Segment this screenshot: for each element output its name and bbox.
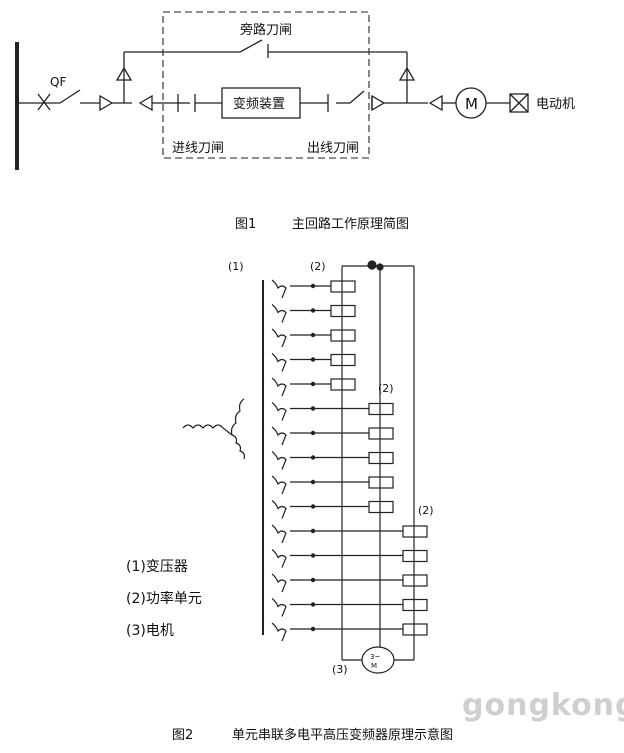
power-unit xyxy=(330,280,356,293)
secondary-winding xyxy=(271,304,287,323)
power-unit xyxy=(368,402,394,416)
power-unit xyxy=(330,378,356,391)
secondary-winding xyxy=(271,622,287,642)
secondary-winding xyxy=(271,475,287,495)
power-unit-ref-label-c: (2) xyxy=(418,504,434,517)
power-unit xyxy=(368,427,394,440)
power-unit xyxy=(402,525,428,538)
primary-winding xyxy=(230,398,245,436)
secondary-winding xyxy=(271,402,287,421)
neutral-point xyxy=(367,260,377,270)
power-unit xyxy=(330,353,356,367)
fig1-caption-text: 主回路工作原理简图 xyxy=(292,217,410,232)
secondary-winding xyxy=(271,598,287,617)
main-circuit-diagram: QF 旁路刀闸 变频装置 进线刀闸 出线刀闸 M 电动机 xyxy=(15,11,575,170)
secondary-winding xyxy=(271,328,287,348)
power-unit xyxy=(402,549,428,563)
secondary-winding xyxy=(271,573,287,593)
motor-symbol: M xyxy=(465,95,478,113)
neutral-point xyxy=(376,263,384,271)
motor-symbol-top: 3~ xyxy=(370,653,380,661)
qf-label: QF xyxy=(50,75,66,89)
fig2-caption-number: 图2 xyxy=(172,728,194,743)
input-switch-label: 进线刀闸 xyxy=(172,141,224,156)
plug-icon xyxy=(99,94,114,112)
secondary-winding xyxy=(271,377,287,397)
motor-symbol-bottom: M xyxy=(371,662,377,670)
secondary-winding xyxy=(271,524,287,544)
secondary-winding xyxy=(271,353,287,372)
motor-circle xyxy=(361,646,395,674)
power-unit xyxy=(402,574,428,587)
bypass-switch-label: 旁路刀闸 xyxy=(240,22,292,38)
converter-cabinet-boundary xyxy=(162,11,370,159)
cascaded-converter-diagram: (1) (2) (2) (2) (3) 3~ M xyxy=(182,260,434,676)
power-unit xyxy=(368,500,394,514)
primary-winding xyxy=(231,434,246,460)
fig1-caption-number: 图1 xyxy=(235,217,257,232)
secondary-winding xyxy=(271,426,287,446)
secondary-winding xyxy=(271,500,287,519)
output-switch-label: 出线刀闸 xyxy=(307,141,359,156)
power-unit xyxy=(402,623,428,636)
legend-motor: (3)电机 xyxy=(126,623,174,639)
motor-ref-label: (3) xyxy=(332,663,348,676)
legend-transformer: (1)变压器 xyxy=(126,559,188,575)
power-unit xyxy=(330,329,356,342)
watermark: gongkong xyxy=(462,688,624,723)
power-unit xyxy=(368,476,394,489)
power-unit-ref-label-a: (2) xyxy=(310,260,326,273)
power-unit xyxy=(368,451,394,465)
fig2-caption-text: 单元串联多电平高压变频器原理示意图 xyxy=(232,728,454,743)
primary-winding xyxy=(182,424,233,436)
motor-label: 电动机 xyxy=(536,97,575,112)
transformer-ref-label: (1) xyxy=(228,260,244,273)
motor-load-icon xyxy=(509,93,529,113)
power-unit-ref-label-b: (2) xyxy=(378,382,394,395)
legend-power-unit: (2)功率单元 xyxy=(126,591,202,607)
secondary-winding xyxy=(271,451,287,470)
converter-label: 变频装置 xyxy=(233,96,285,112)
secondary-winding xyxy=(271,279,287,299)
secondary-winding xyxy=(271,549,287,568)
power-unit xyxy=(330,304,356,318)
power-unit xyxy=(402,598,428,612)
